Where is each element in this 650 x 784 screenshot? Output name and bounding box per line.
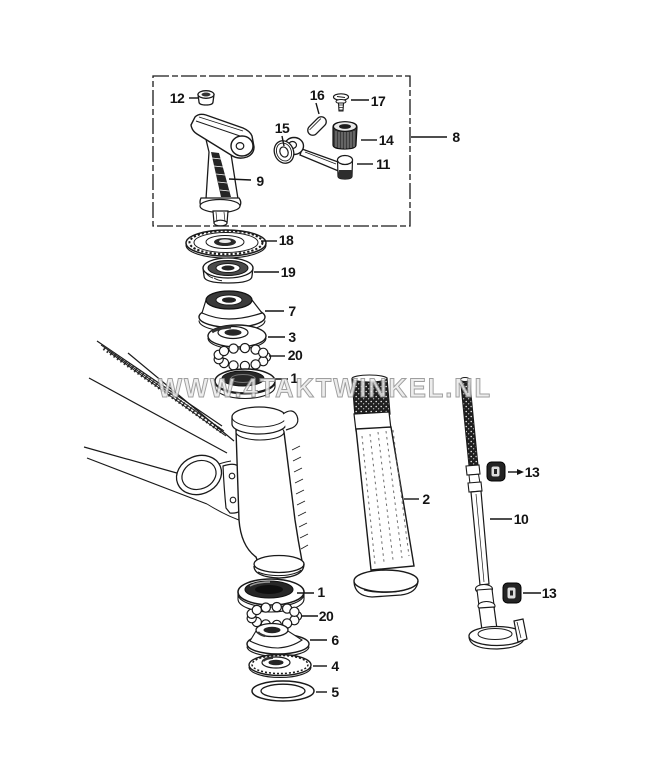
callout-2-label: 2 xyxy=(422,491,430,507)
part-3-top-cone-race xyxy=(207,324,267,350)
inset-box-outline xyxy=(152,75,411,227)
part-14-knurled-nut xyxy=(332,121,358,150)
part-12-cap xyxy=(197,90,215,106)
callout-14-label: 14 xyxy=(379,132,394,148)
part-6-bottom-cone-race xyxy=(246,622,310,658)
leader-lines xyxy=(189,97,541,693)
part-10-rod xyxy=(459,377,528,650)
part-17-screw xyxy=(332,93,350,112)
watermark-text: WWW.4TAKTWINKEL.NL xyxy=(158,373,492,403)
callout-18-label: 18 xyxy=(279,232,294,248)
callout-19-label: 19 xyxy=(281,264,296,280)
callout-13a-label: 13 xyxy=(525,464,540,480)
part-15-washer xyxy=(273,140,295,164)
callout-1a-label: 1 xyxy=(290,370,298,386)
part-20-ball-retainer-upper xyxy=(213,342,272,372)
callout-4-label: 4 xyxy=(331,658,339,674)
callout-5-label: 5 xyxy=(331,684,339,700)
callout-10-label: 10 xyxy=(514,511,529,527)
callout-6-label: 6 xyxy=(331,632,339,648)
callout-20a-label: 20 xyxy=(288,347,303,363)
part-19-stem-nut xyxy=(202,257,254,284)
callout-7-label: 7 xyxy=(288,303,296,319)
callout-15-label: 15 xyxy=(275,120,290,136)
callout-11-label: 11 xyxy=(376,156,391,172)
frame-head-tube xyxy=(83,340,309,579)
part-1-bearing-cup-upper xyxy=(214,368,276,400)
part-13-clip-upper xyxy=(486,461,506,482)
callout-20b-label: 20 xyxy=(319,608,334,624)
part-4-dust-seal-washer xyxy=(248,653,312,679)
callout-8-label: 8 xyxy=(452,129,460,145)
part-18-dust-seal-washer xyxy=(185,229,267,259)
callout-9-label: 9 xyxy=(256,173,264,189)
part-16-pin xyxy=(307,116,327,136)
part-7-upper-race xyxy=(198,290,266,333)
part-9-fork-top-bridge xyxy=(190,113,255,227)
part-2-steering-stem-column xyxy=(351,374,419,598)
callout-12-label: 12 xyxy=(170,90,185,106)
callout-13b-label: 13 xyxy=(542,585,557,601)
callout-labels: 12 16 17 15 14 11 9 8 18 19 7 3 20 1 2 1… xyxy=(170,87,558,700)
callout-1b-label: 1 xyxy=(317,584,325,600)
callout-3-label: 3 xyxy=(288,329,296,345)
callout-16-label: 16 xyxy=(310,87,325,103)
callout-17-label: 17 xyxy=(371,93,386,109)
part-5-dust-seal-ring xyxy=(251,680,315,702)
part-1-bearing-cup-lower xyxy=(237,578,305,613)
part-13-clip-lower xyxy=(502,582,522,604)
